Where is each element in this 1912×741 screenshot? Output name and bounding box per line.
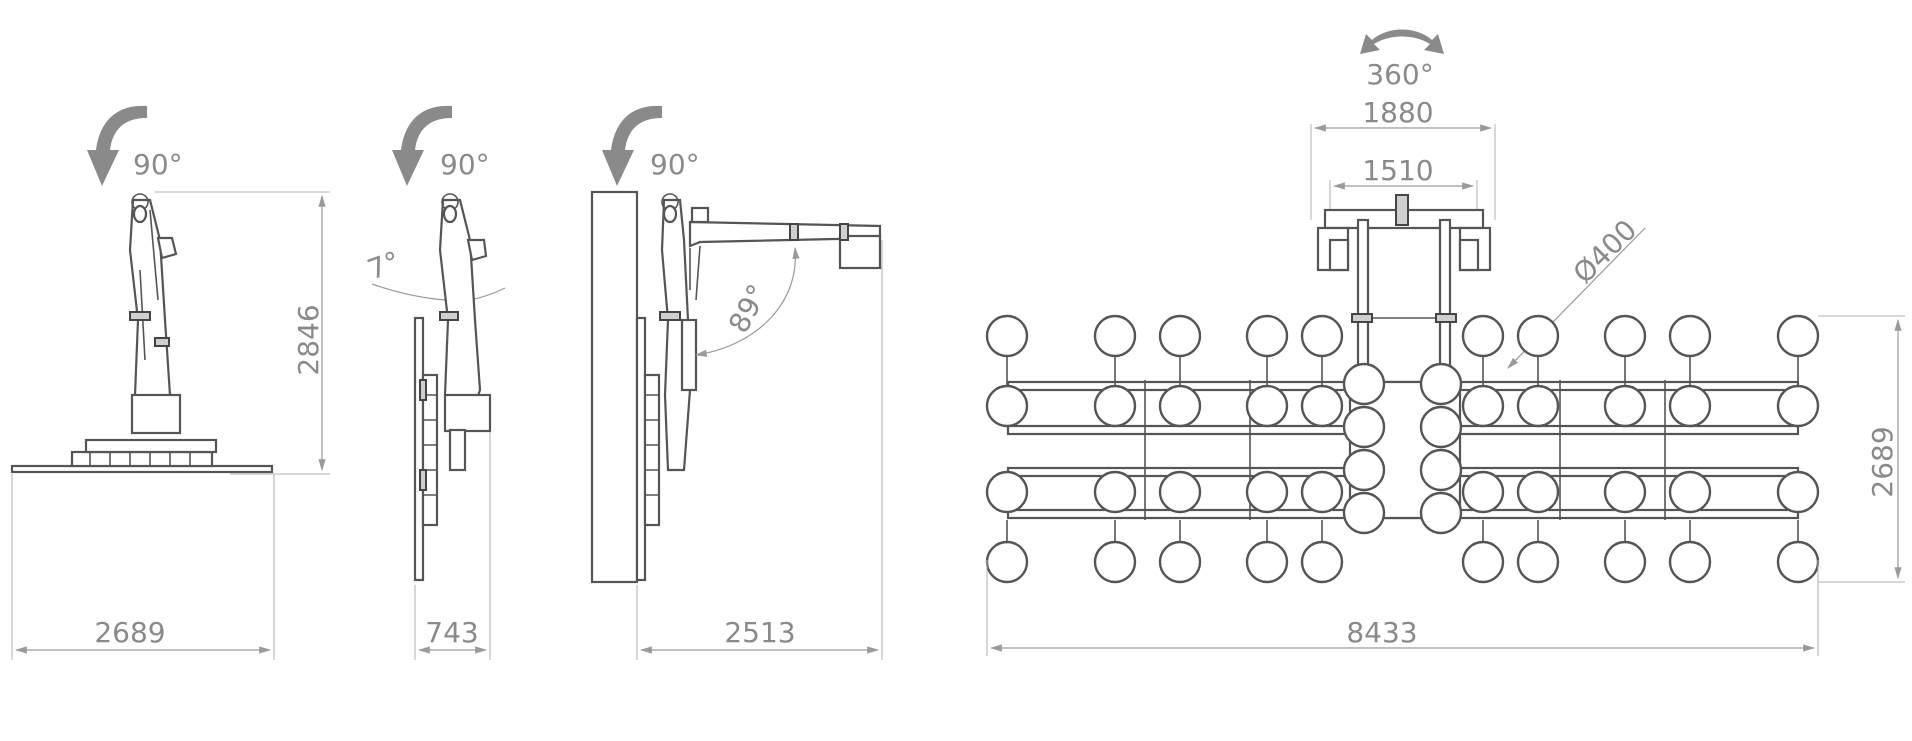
rotate-90-arrow-icon xyxy=(392,105,452,186)
suction-cup-icon xyxy=(1093,540,1137,584)
suction-cup-icon xyxy=(1158,540,1202,584)
extended-lifting-arm xyxy=(660,198,692,472)
suction-cup-icon xyxy=(1419,491,1463,535)
top-central-column xyxy=(1356,218,1370,372)
rotate-90-arrow-icon xyxy=(87,105,147,186)
suction-cup-icon xyxy=(1516,540,1560,584)
suction-cup-icon xyxy=(1668,540,1712,584)
extended-rotation-label: 90° xyxy=(650,148,700,181)
rotate-90-arrow-icon xyxy=(602,105,662,186)
top-view: 360° 1880 1510 Ø400 xyxy=(985,29,1905,656)
side-width-label: 2689 xyxy=(94,616,165,649)
tilt-angle-label: 7° xyxy=(363,245,404,287)
top-cup-diameter-label: Ø400 xyxy=(1567,213,1644,290)
suction-cup-icon xyxy=(1603,470,1647,514)
suction-cup-icon xyxy=(1342,448,1386,492)
suction-cup-icon xyxy=(1245,384,1289,428)
suction-cup-icon xyxy=(1245,314,1289,358)
suction-cup-icon xyxy=(985,384,1029,428)
top-inner-width-label: 1510 xyxy=(1362,154,1433,187)
side-hook-icon xyxy=(131,193,149,224)
suction-cup-icon xyxy=(1461,470,1505,514)
suction-cup-icon xyxy=(1776,384,1820,428)
suction-cup-icon xyxy=(1461,384,1505,428)
suction-cup-icon xyxy=(1419,405,1463,449)
suction-cup-icon xyxy=(1603,540,1647,584)
suction-cup-icon xyxy=(1516,470,1560,514)
tilt-suction-plate xyxy=(413,316,425,582)
extended-view: 90° 89° 2513 xyxy=(590,105,883,660)
suction-cup-icon xyxy=(1603,384,1647,428)
top-height-label: 2689 xyxy=(1866,426,1899,497)
suction-cup-icon xyxy=(1158,384,1202,428)
suction-cup-icon xyxy=(1461,540,1505,584)
suction-cup-icon xyxy=(1668,384,1712,428)
tilt-rotation-label: 90° xyxy=(440,148,490,181)
suction-cup-icon xyxy=(1093,384,1137,428)
suction-cup-icon xyxy=(1300,314,1344,358)
top-suction-cups xyxy=(985,314,1820,584)
side-rotation-label: 90° xyxy=(133,148,183,181)
suction-cup-icon xyxy=(1419,448,1463,492)
extended-angle-label: 89° xyxy=(722,279,774,338)
suction-cup-icon xyxy=(985,314,1029,358)
suction-cup-icon xyxy=(1158,314,1202,358)
suction-cup-icon xyxy=(1158,470,1202,514)
tilt-width-label: 743 xyxy=(425,616,478,649)
suction-cup-icon xyxy=(1419,362,1463,406)
top-rotation-label: 360° xyxy=(1366,58,1433,91)
suction-cup-icon xyxy=(1342,362,1386,406)
suction-cup-icon xyxy=(1516,384,1560,428)
side-base-frame xyxy=(70,450,214,468)
suction-cup-icon xyxy=(985,470,1029,514)
suction-cup-icon xyxy=(1776,314,1820,358)
suction-cup-icon xyxy=(1342,405,1386,449)
side-view: 90° 2846 2689 xyxy=(10,105,330,660)
suction-cup-icon xyxy=(985,540,1029,584)
suction-cup-icon xyxy=(1093,314,1137,358)
top-total-width-label: 8433 xyxy=(1346,616,1417,649)
suction-cup-icon xyxy=(1461,314,1505,358)
suction-cup-icon xyxy=(1668,314,1712,358)
suction-cup-icon xyxy=(1516,314,1560,358)
tilt-hook-icon xyxy=(441,193,459,224)
tilt-view: 90° 7° 743 xyxy=(363,105,506,660)
top-outer-width-label: 1880 xyxy=(1362,96,1433,129)
suction-cup-icon xyxy=(1245,470,1289,514)
extended-width-label: 2513 xyxy=(724,616,795,649)
suction-cup-icon xyxy=(1300,540,1344,584)
rotate-360-arrow-icon xyxy=(1360,29,1444,54)
extended-panel xyxy=(590,190,639,584)
suction-cup-icon xyxy=(1776,470,1820,514)
suction-cup-icon xyxy=(1300,470,1344,514)
suction-cup-icon xyxy=(1093,470,1137,514)
suction-cup-icon xyxy=(1603,314,1647,358)
side-height-label: 2846 xyxy=(292,304,325,375)
suction-cup-icon xyxy=(1776,540,1820,584)
suction-cup-icon xyxy=(1342,491,1386,535)
extended-hook-icon xyxy=(661,193,679,224)
suction-cup-icon xyxy=(1300,384,1344,428)
suction-cup-icon xyxy=(1245,540,1289,584)
suction-cup-icon xyxy=(1668,470,1712,514)
